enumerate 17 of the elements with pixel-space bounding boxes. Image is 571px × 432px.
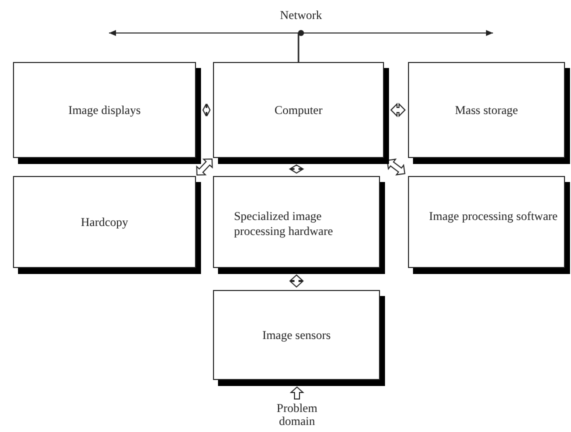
box-label: Specialized image processing hardware bbox=[234, 209, 334, 239]
block-arrow bbox=[289, 274, 304, 288]
box-label: Mass storage bbox=[455, 102, 518, 118]
block-arrow bbox=[290, 386, 304, 400]
box-label: Computer bbox=[274, 102, 322, 118]
box-label: Image processing software bbox=[429, 209, 558, 224]
block-arrow bbox=[202, 104, 211, 116]
network-label: Network bbox=[279, 8, 323, 22]
box-label: Hardcopy bbox=[80, 214, 128, 230]
block-arrow bbox=[196, 158, 213, 176]
block-arrow bbox=[390, 102, 406, 118]
connector-line bbox=[298, 33, 300, 62]
input-label: Problem domain bbox=[266, 402, 328, 430]
box-label: Image displays bbox=[68, 102, 141, 118]
block-arrow bbox=[386, 158, 406, 176]
block-arrow bbox=[288, 164, 304, 174]
box-label: Image sensors bbox=[262, 328, 331, 342]
